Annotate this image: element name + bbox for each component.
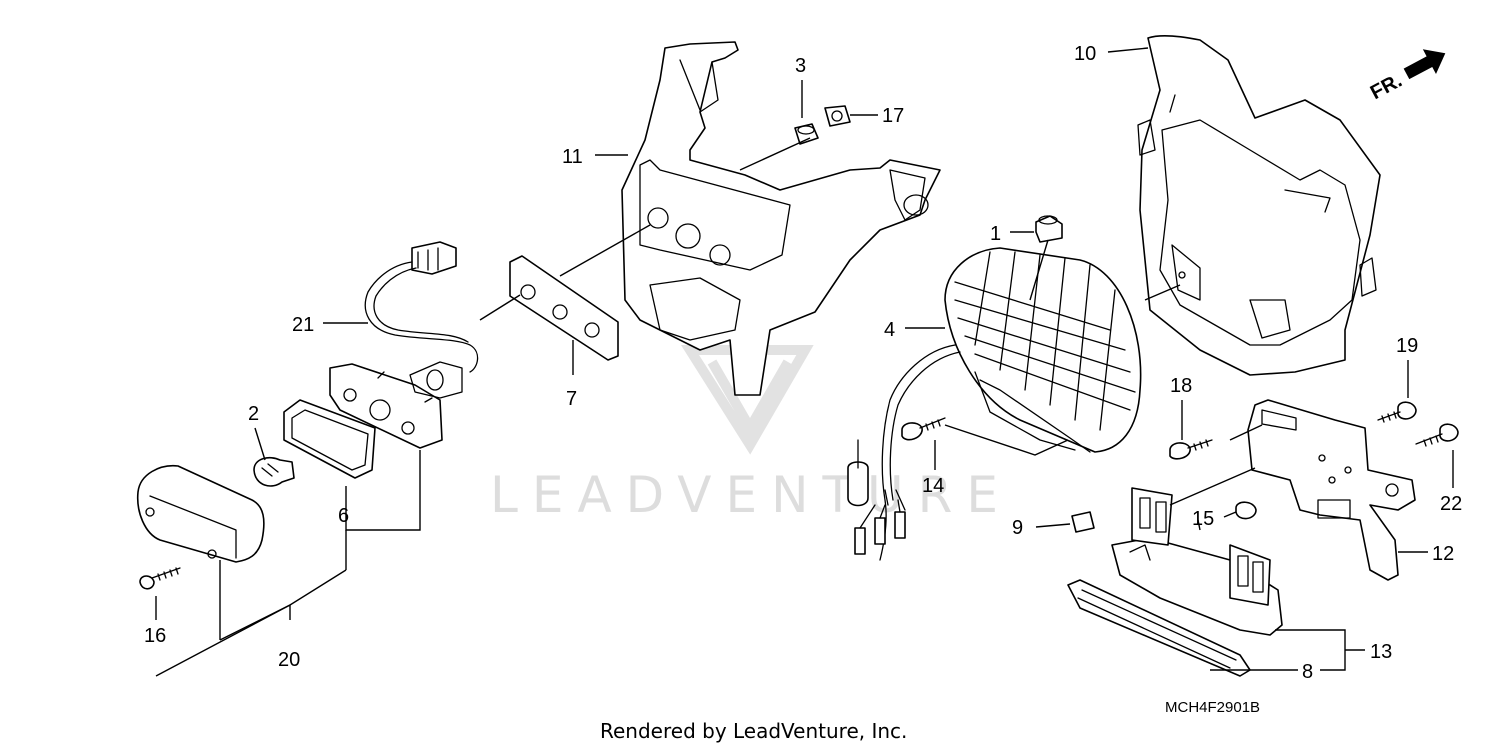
callout-22[interactable]: 22 bbox=[1440, 493, 1462, 515]
part-9-clip-nut[interactable] bbox=[1071, 511, 1095, 533]
part-4-wiring bbox=[847, 344, 961, 561]
part-21-harness[interactable] bbox=[364, 241, 479, 373]
front-direction-indicator: FR. bbox=[1367, 49, 1446, 105]
callout-3[interactable]: 3 bbox=[795, 55, 806, 77]
leader-lines bbox=[155, 47, 1454, 677]
callout-8[interactable]: 8 bbox=[1302, 661, 1313, 683]
callout-14[interactable]: 14 bbox=[922, 475, 944, 497]
callout-21[interactable]: 21 bbox=[292, 314, 314, 336]
part-12-license-bracket[interactable] bbox=[1247, 399, 1416, 581]
callout-10[interactable]: 10 bbox=[1074, 43, 1096, 65]
callouts: 1 2 3 4 6 7 8 9 10 11 12 13 14 15 16 17 … bbox=[144, 43, 1462, 683]
callout-9[interactable]: 9 bbox=[1012, 517, 1023, 539]
part-10-inner-fender[interactable] bbox=[1137, 35, 1381, 376]
part-22-bolt[interactable] bbox=[1415, 423, 1459, 447]
callout-13[interactable]: 13 bbox=[1370, 641, 1392, 663]
tail-lens[interactable] bbox=[136, 465, 265, 563]
part-14-bolt[interactable] bbox=[901, 417, 946, 441]
callout-18[interactable]: 18 bbox=[1170, 375, 1192, 397]
part-19-bolt[interactable] bbox=[1377, 401, 1417, 423]
part-15-grommet[interactable] bbox=[1235, 501, 1257, 520]
part-11-rear-cowl[interactable] bbox=[621, 41, 941, 396]
callout-2[interactable]: 2 bbox=[248, 403, 259, 425]
callout-1[interactable]: 1 bbox=[990, 223, 1001, 245]
part-6-lens-gasket[interactable] bbox=[283, 399, 376, 479]
front-arrow-icon bbox=[1403, 49, 1446, 80]
part-16-screw[interactable] bbox=[139, 567, 181, 590]
part-3-grommet[interactable] bbox=[794, 123, 819, 145]
callout-12[interactable]: 12 bbox=[1432, 543, 1454, 565]
diagram-code: MCH4F2901B bbox=[1165, 699, 1260, 716]
watermark: LEADVENTURE bbox=[490, 345, 1012, 524]
front-direction-label: FR. bbox=[1367, 70, 1406, 105]
callout-4[interactable]: 4 bbox=[884, 319, 895, 341]
part-17-nut[interactable] bbox=[824, 105, 851, 127]
part-2-bulb[interactable] bbox=[253, 456, 295, 487]
callout-19[interactable]: 19 bbox=[1396, 335, 1418, 357]
part-20-lamp-housing[interactable] bbox=[329, 361, 463, 449]
part-13-plate-holder[interactable] bbox=[1111, 487, 1283, 636]
callout-15[interactable]: 15 bbox=[1192, 508, 1214, 530]
callout-6[interactable]: 6 bbox=[338, 505, 349, 527]
part-4-taillight[interactable] bbox=[944, 247, 1142, 453]
part-18-bolt[interactable] bbox=[1169, 439, 1213, 460]
watermark-text: LEADVENTURE bbox=[490, 466, 1012, 524]
callout-11[interactable]: 11 bbox=[562, 146, 583, 168]
callout-16[interactable]: 16 bbox=[144, 625, 166, 647]
callout-7[interactable]: 7 bbox=[566, 388, 577, 410]
part-7-gasket[interactable] bbox=[509, 255, 619, 361]
footer-credit: Rendered by LeadVenture, Inc. bbox=[600, 719, 907, 743]
callout-17[interactable]: 17 bbox=[882, 105, 904, 127]
callout-20[interactable]: 20 bbox=[278, 649, 300, 671]
part-1-cap[interactable] bbox=[1035, 215, 1063, 243]
